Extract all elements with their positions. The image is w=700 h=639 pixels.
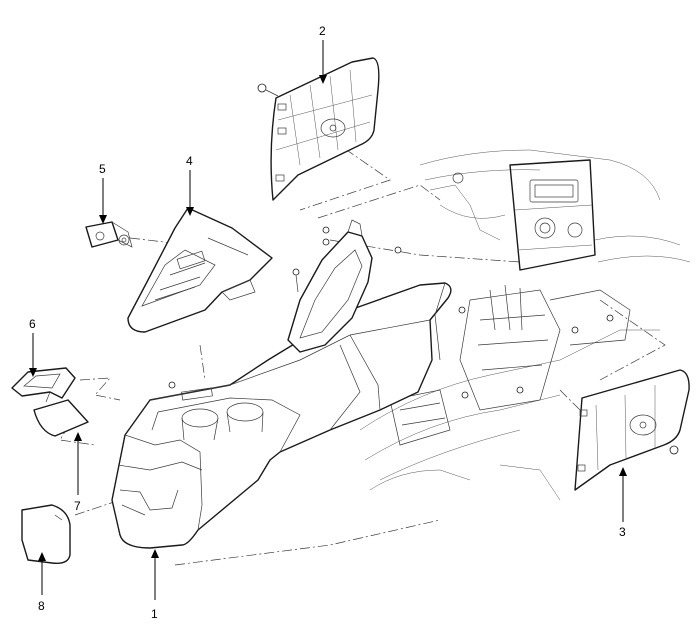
console-upper-bracket xyxy=(287,219,466,353)
callout-3-label: 3 xyxy=(619,525,626,539)
part-5-power-outlet xyxy=(85,221,133,248)
part-2-side-cover-upper xyxy=(257,57,380,201)
callout-6: 6 xyxy=(29,317,37,377)
callout-4-label: 4 xyxy=(186,154,193,168)
dashboard-center-fascia xyxy=(419,149,691,271)
callout-5: 5 xyxy=(99,162,107,224)
floor-and-shifter-mechanism xyxy=(359,284,660,501)
part-6-tray-insert xyxy=(11,367,76,403)
part-8-rear-cover xyxy=(21,504,71,565)
callout-2-label: 2 xyxy=(319,24,326,38)
part-7-mat-pad xyxy=(33,399,89,437)
callout-6-label: 6 xyxy=(29,317,36,331)
part-4-shift-indicator-panel xyxy=(127,207,273,333)
callout-7: 7 xyxy=(74,432,82,513)
part-1-floor-console-body xyxy=(111,282,452,549)
callout-1: 1 xyxy=(151,549,159,621)
callout-4: 4 xyxy=(186,154,194,216)
callout-3: 3 xyxy=(619,467,627,539)
callout-8: 8 xyxy=(38,552,46,613)
callout-1-label: 1 xyxy=(151,607,158,621)
part-3-side-cover-lower xyxy=(574,369,690,491)
callout-2: 2 xyxy=(319,24,327,84)
callout-8-label: 8 xyxy=(38,599,45,613)
callout-7-label: 7 xyxy=(74,499,81,513)
callout-5-label: 5 xyxy=(99,162,106,176)
